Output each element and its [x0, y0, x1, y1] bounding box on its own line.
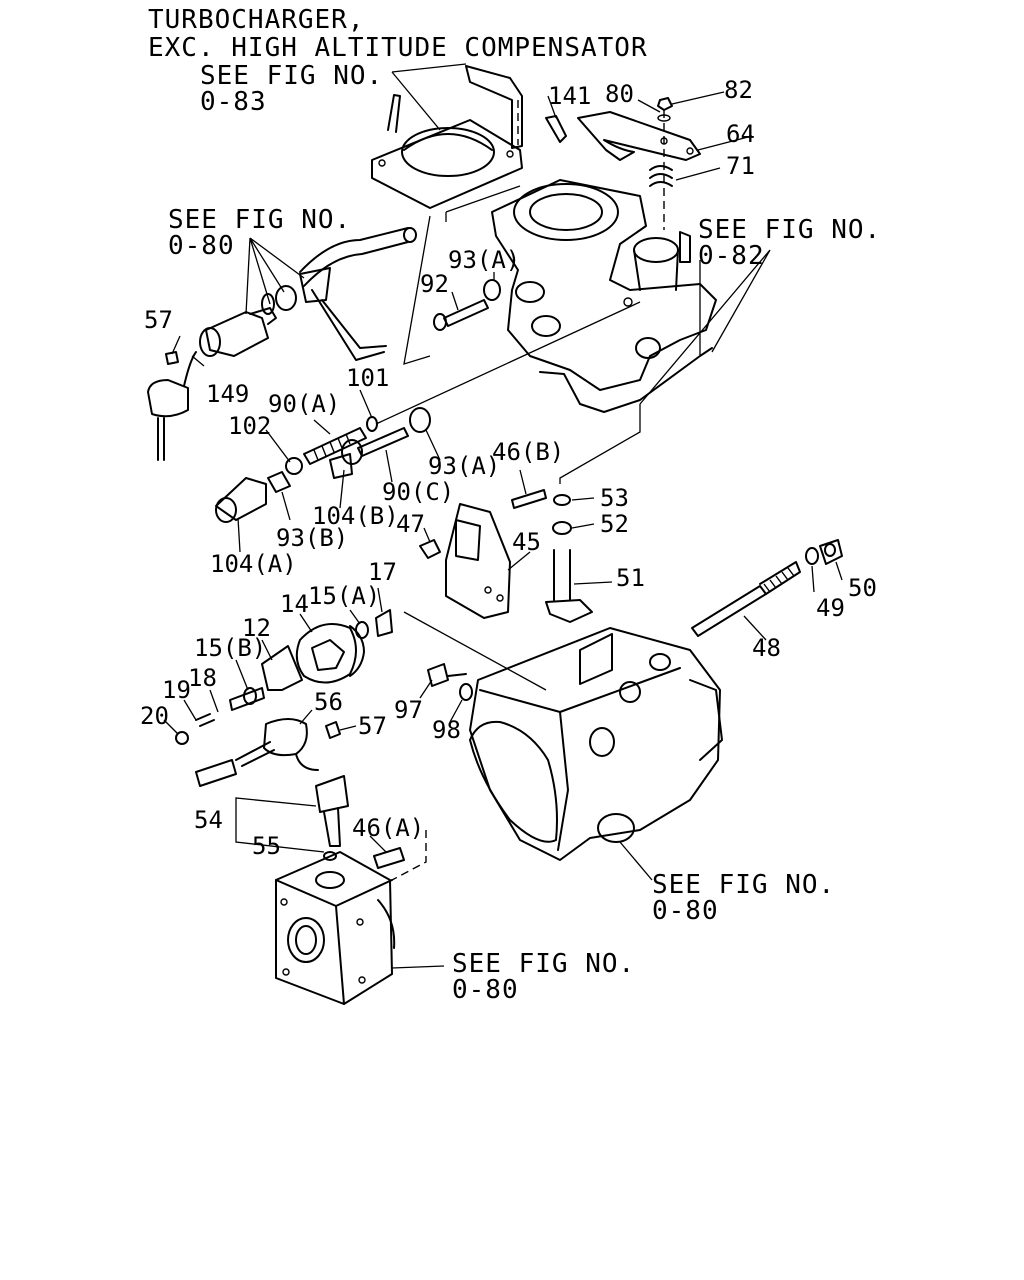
control-lever-drawing: [419, 489, 593, 623]
part-number-label: 46(A): [352, 814, 424, 842]
drive-shaft-drawing: [691, 539, 843, 637]
part-number-label: 50: [848, 574, 877, 602]
reference-0-83: SEE FIG NO. 0-83: [200, 61, 383, 117]
part-number-label: 57: [144, 306, 173, 334]
leader-lines: [163, 63, 843, 969]
part-number-label: 90(A): [268, 390, 340, 418]
pump-body-drawing: [469, 627, 723, 861]
part-number-label: 19: [162, 676, 191, 704]
cover-housing-drawing: [491, 179, 717, 391]
part-number-label: 93(A): [448, 246, 520, 274]
part-number-label: 46(B): [492, 438, 564, 466]
part-number-label: 90(C): [382, 478, 454, 506]
part-number-label: 141: [548, 82, 591, 110]
part-number-label: 51: [616, 564, 645, 592]
gasket-outline: [539, 347, 713, 413]
part-number-label: 92: [420, 270, 449, 298]
part-number-label: 14: [280, 590, 309, 618]
diagram-title-line2: EXC. HIGH ALTITUDE COMPENSATOR: [148, 33, 648, 63]
adjuster-screws-drawing: [215, 407, 431, 523]
reference-0-80-bottom: SEE FIG NO. 0-80: [452, 949, 635, 1005]
part-number-label: 104(A): [210, 550, 297, 578]
part-number-label: 104(B): [312, 502, 399, 530]
vacuum-pipe-drawing: [299, 227, 417, 361]
part-number-label: 93(A): [428, 452, 500, 480]
reference-label: SEE FIG NO.: [452, 949, 635, 979]
part-number-label: 17: [368, 558, 397, 586]
part-number-label: 93(B): [276, 524, 348, 552]
reference-0-82: SEE FIG NO. 0-82: [698, 215, 881, 271]
distributor-head-drawing: [275, 851, 396, 1005]
part-number-label: 15(B): [194, 634, 266, 662]
reference-label: SEE FIG NO.: [168, 205, 351, 235]
part-number-label: 47: [396, 510, 425, 538]
part-number-label: 56: [314, 688, 343, 716]
part-number-label: 102: [228, 412, 271, 440]
part-number-label: 55: [252, 832, 281, 860]
solenoid-drawing: [195, 718, 405, 869]
part-number-label: 82: [724, 76, 753, 104]
part-number-label: 97: [394, 696, 423, 724]
part-number-label: 149: [206, 380, 249, 408]
fasteners-drawing: [427, 279, 501, 701]
reference-0-80-left: SEE FIG NO. 0-80: [168, 205, 351, 261]
part-number-label: 53: [600, 484, 629, 512]
part-number-label: 49: [816, 594, 845, 622]
assembly-line: [559, 404, 641, 484]
part-number-label: 12: [242, 614, 271, 642]
reference-figure: 0-80: [652, 896, 719, 926]
reference-figure: 0-83: [200, 87, 267, 117]
part-number-label: 52: [600, 510, 629, 538]
assembly-line: [403, 185, 521, 365]
assembly-line: [375, 301, 641, 425]
lever-plate-drawing: [545, 97, 701, 230]
part-number-label: 57: [358, 712, 387, 740]
part-number-label: 15(A): [308, 582, 380, 610]
part-number-label: 80: [605, 80, 634, 108]
reference-figure: 0-80: [452, 975, 519, 1005]
part-number-label: 20: [140, 702, 169, 730]
reference-0-80-right: SEE FIG NO. 0-80: [652, 870, 835, 926]
part-number-label: 71: [726, 152, 755, 180]
part-number-label: 48: [752, 634, 781, 662]
part-number-label: 45: [512, 528, 541, 556]
reference-figure: 0-82: [698, 241, 765, 271]
reference-label: SEE FIG NO.: [200, 61, 383, 91]
diaphragm-cover-drawing: [371, 65, 523, 209]
diagram-title-line1: TURBOCHARGER,: [148, 5, 365, 35]
part-number-label: 64: [726, 120, 755, 148]
reference-figure: 0-80: [168, 231, 235, 261]
reference-label: SEE FIG NO.: [698, 215, 881, 245]
governor-gear-drawing: [175, 609, 393, 745]
part-number-label: 18: [188, 664, 217, 692]
part-number-label: 98: [432, 716, 461, 744]
reference-label: SEE FIG NO.: [652, 870, 835, 900]
part-number-label: 54: [194, 806, 223, 834]
part-number-label: 101: [346, 364, 389, 392]
